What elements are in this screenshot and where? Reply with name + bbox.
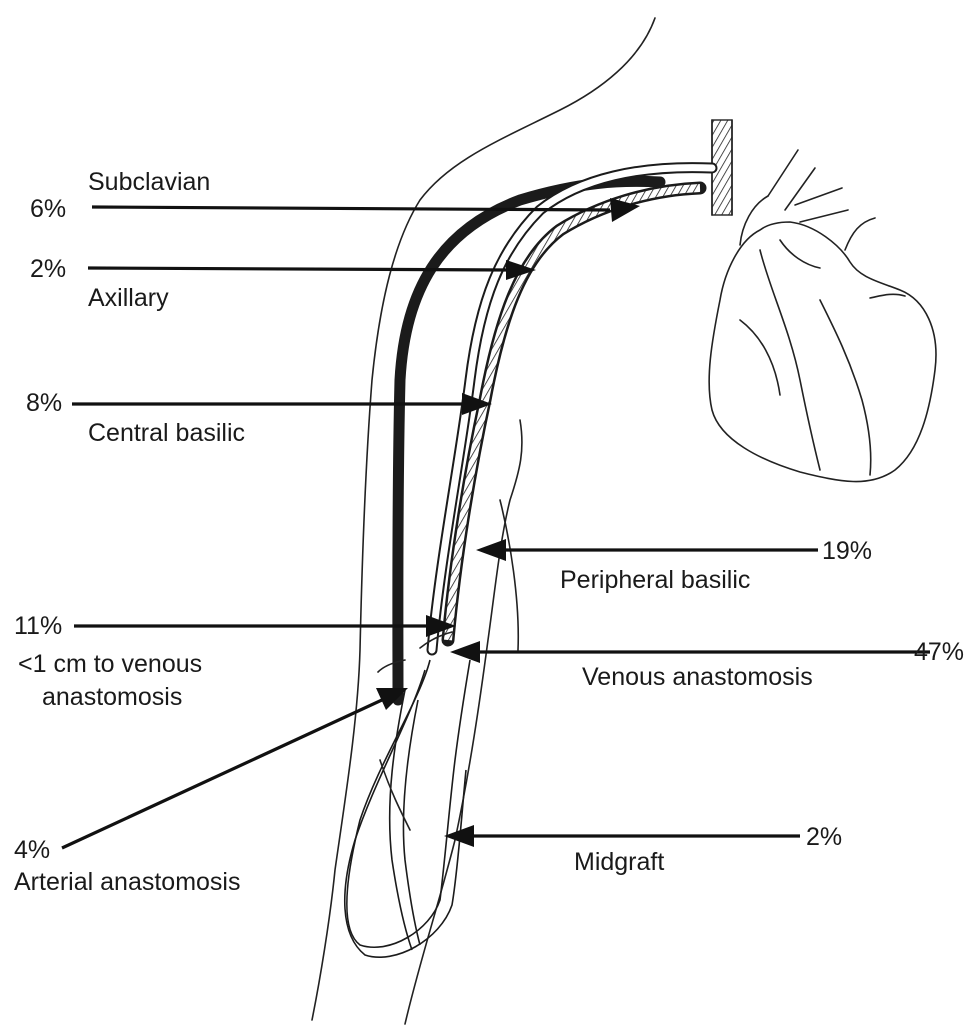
arrowhead-venous-anastomosis <box>450 641 480 663</box>
leader-subclavian <box>92 207 610 210</box>
heart <box>709 120 936 482</box>
midgraft-percent: 2% <box>806 823 842 851</box>
leader-arterial-anastomosis <box>62 700 382 848</box>
anastomosis-branches <box>378 632 452 830</box>
midgraft-name: Midgraft <box>574 848 664 876</box>
venous-anastomosis-percent: 47% <box>914 638 964 666</box>
near-venous-percent: 11% <box>14 612 62 640</box>
graft-loop <box>345 660 470 957</box>
axillary-name: Axillary <box>88 284 169 312</box>
central-basilic-percent: 8% <box>26 389 62 417</box>
leader-axillary <box>88 268 508 270</box>
arterial-anastomosis-name: Arterial anastomosis <box>14 868 240 896</box>
subclavian-name: Subclavian <box>88 168 210 196</box>
near-venous-name-line1: <1 cm to venous <box>18 650 202 678</box>
subclavian-percent: 6% <box>30 195 66 223</box>
venous-anastomosis-name: Venous anastomosis <box>582 663 813 691</box>
peripheral-basilic-percent: 19% <box>822 537 872 565</box>
arterial-anastomosis-percent: 4% <box>14 836 50 864</box>
arrowhead-peripheral-basilic <box>476 539 506 561</box>
central-basilic-name: Central basilic <box>88 419 245 447</box>
axillary-percent: 2% <box>30 255 66 283</box>
peripheral-basilic-name: Peripheral basilic <box>560 566 750 594</box>
leaders <box>62 198 930 848</box>
near-venous-name-line2: anastomosis <box>42 683 182 711</box>
